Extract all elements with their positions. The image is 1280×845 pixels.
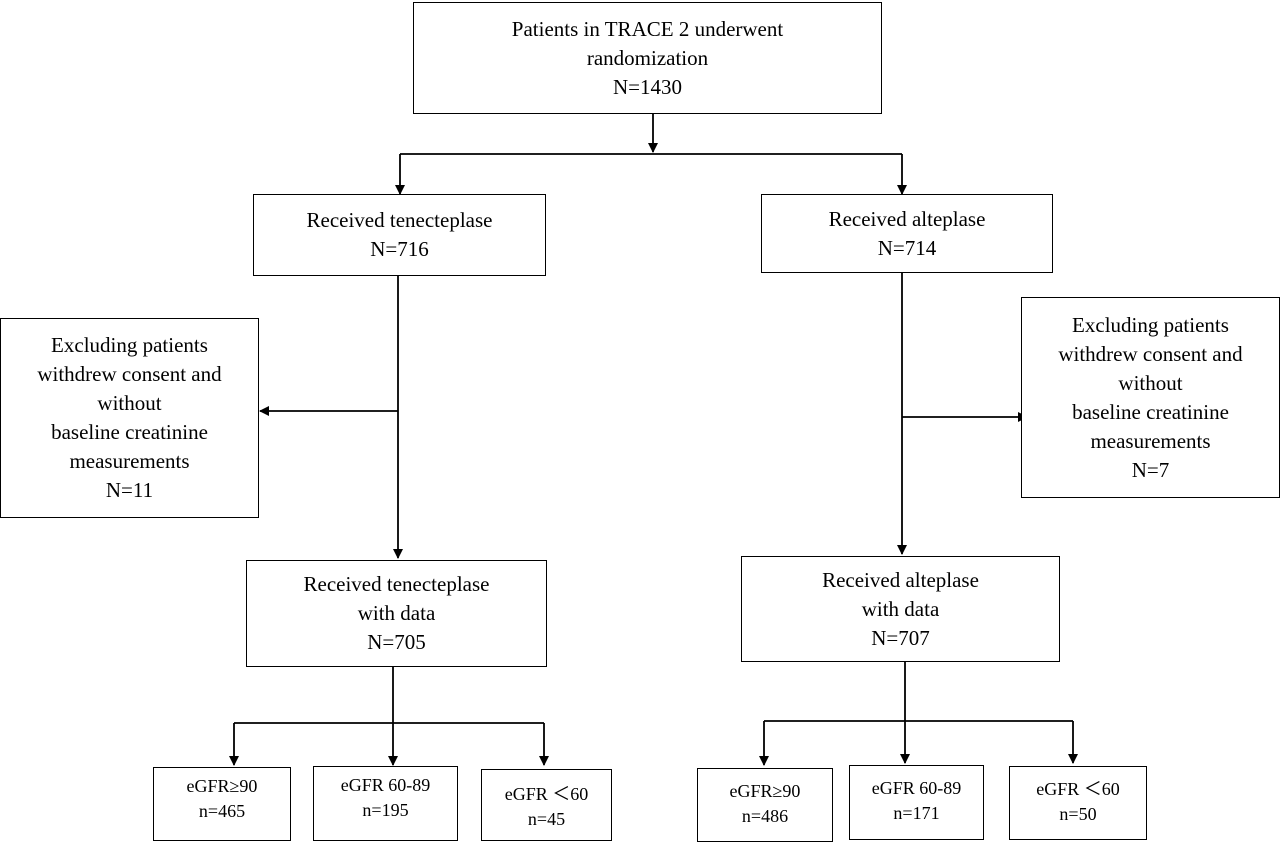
received-tenecteplase-count: N=716 xyxy=(370,237,429,261)
alteplase-with-data-line-1: Received alteplase xyxy=(822,567,979,592)
tenecteplase-with-data-box: Received tenecteplase with data N=705 xyxy=(246,560,547,667)
randomization-count: N=1430 xyxy=(612,74,682,99)
randomization-line-2: randomization xyxy=(586,45,709,70)
received-tenecteplase-box: Received tenecteplase N=716 xyxy=(253,194,546,276)
alteplase-egfr-group-3: eGFR ＜60 n=50 xyxy=(1009,766,1147,840)
alteplase-egfr-group-2: eGFR 60-89 n=171 xyxy=(849,765,984,840)
received-tenecteplase-label: Received tenecteplase xyxy=(306,208,493,232)
egfr-group-count: n=50 xyxy=(1059,804,1097,824)
tenecteplase-exclusion-box: Excluding patients withdrew consent and … xyxy=(0,318,259,518)
egfr-group-label: eGFR 60-89 xyxy=(871,778,962,798)
egfr-group-count: n=486 xyxy=(741,806,789,826)
alteplase-exclusion-line-4: baseline creatinine xyxy=(1072,399,1229,424)
tenecteplase-with-data-line-2: with data xyxy=(357,601,436,625)
randomization-box: Patients in TRACE 2 underwent randomizat… xyxy=(413,2,882,114)
egfr-group-label: eGFR ＜60 xyxy=(504,784,589,804)
randomization-line-1: Patients in TRACE 2 underwent xyxy=(511,16,784,41)
egfr-group-count: n=465 xyxy=(198,801,246,821)
egfr-group-label: eGFR≥90 xyxy=(729,781,801,801)
alteplase-exclusion-line-2: withdrew consent and xyxy=(1058,341,1243,366)
alteplase-with-data-line-2: with data xyxy=(861,596,940,621)
tenecteplase-egfr-group-1: eGFR≥90 n=465 xyxy=(153,767,291,841)
tenecteplase-with-data-count: N=705 xyxy=(367,630,426,654)
tenecteplase-exclusion-line-3: without xyxy=(97,391,162,415)
egfr-group-label: eGFR 60-89 xyxy=(340,775,431,795)
egfr-group-label: eGFR≥90 xyxy=(186,776,258,796)
egfr-group-label: eGFR ＜60 xyxy=(1036,779,1120,799)
tenecteplase-egfr-group-3: eGFR ＜60 n=45 xyxy=(481,769,612,841)
received-alteplase-count: N=714 xyxy=(877,235,937,260)
alteplase-egfr-group-1: eGFR≥90 n=486 xyxy=(697,768,833,842)
alteplase-with-data-box: Received alteplase with data N=707 xyxy=(741,556,1060,662)
alteplase-exclusion-line-5: measurements xyxy=(1090,428,1211,453)
tenecteplase-egfr-group-2: eGFR 60-89 n=195 xyxy=(313,766,458,841)
alteplase-exclusion-box: Excluding patients withdrew consent and … xyxy=(1021,297,1280,498)
egfr-group-count: n=45 xyxy=(527,809,566,829)
received-alteplase-label: Received alteplase xyxy=(828,206,986,231)
tenecteplase-exclusion-line-4: baseline creatinine xyxy=(51,420,208,444)
egfr-group-count: n=195 xyxy=(362,800,409,820)
alteplase-with-data-count: N=707 xyxy=(871,625,930,650)
tenecteplase-exclusion-line-1: Excluding patients xyxy=(51,333,208,357)
tenecteplase-exclusion-line-5: measurements xyxy=(69,449,190,473)
alteplase-exclusion-count: N=7 xyxy=(1131,457,1170,482)
alteplase-exclusion-line-1: Excluding patients xyxy=(1072,312,1229,337)
alteplase-exclusion-line-3: without xyxy=(1118,370,1183,395)
tenecteplase-with-data-line-1: Received tenecteplase xyxy=(303,572,490,596)
received-alteplase-box: Received alteplase N=714 xyxy=(761,194,1053,273)
egfr-group-count: n=171 xyxy=(893,803,940,823)
tenecteplase-exclusion-count: N=11 xyxy=(105,478,154,502)
tenecteplase-exclusion-line-2: withdrew consent and xyxy=(37,362,222,386)
